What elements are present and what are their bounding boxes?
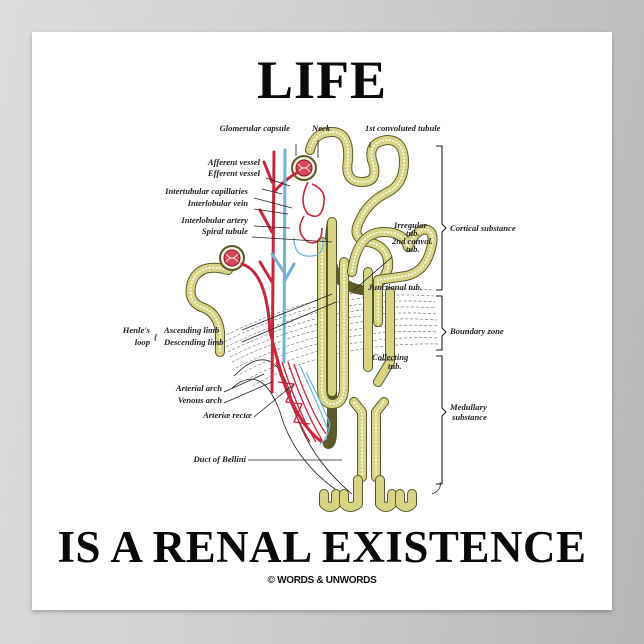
diagram-labels: Glomerular capsule Neck 1st convoluted t…: [122, 123, 516, 464]
label-afferent-vessel: Afferent vessel: [207, 157, 261, 167]
label-irregular-tub: Irregular: [393, 220, 428, 230]
label-venous-arch: Venous arch: [178, 395, 222, 405]
label-cortical-substance: Cortical substance: [450, 223, 516, 233]
label-henles: Henle's: [122, 325, 151, 335]
label-junctional-tub: Junctional tub.: [367, 282, 422, 292]
label-2nd-convol: 2nd convol.: [391, 236, 433, 246]
label-duct-of-bellini: Duct of Bellini: [192, 454, 246, 464]
leader-lines: [223, 140, 394, 461]
label-glomerular-capsule: Glomerular capsule: [220, 123, 291, 133]
label-collecting-tub: Collecting: [372, 352, 409, 362]
label-medullary-substance: substance: [451, 412, 487, 422]
label-medullary: Medullary: [449, 402, 487, 412]
label-descending-limb: Descending limb: [163, 337, 224, 347]
glomerulus-top: [291, 155, 317, 181]
label-irregular-tub-2: tub.: [406, 228, 420, 238]
henles-brace: {: [154, 332, 158, 342]
label-ascending-limb: Ascending limb: [163, 325, 220, 335]
poster-title-bottom: IS A RENAL EXISTENCE: [57, 522, 587, 572]
label-arteriae-rectae: Arteriæ rectæ: [202, 410, 253, 420]
label-collecting-tub-2: tub.: [388, 361, 402, 371]
glomerulus-left: [219, 245, 245, 271]
label-neck: Neck: [311, 123, 331, 133]
tubules: [185, 127, 438, 512]
label-boundary-zone: Boundary zone: [449, 326, 504, 336]
label-loop: loop: [135, 337, 151, 347]
label-spiral-tubule: Spiral tubule: [202, 226, 248, 236]
arch-outline-inner: [231, 378, 343, 495]
label-efferent-vessel: Efferent vessel: [207, 168, 261, 178]
label-2nd-convol-tub: tub.: [406, 244, 420, 254]
label-interlobular-vein: Interlobular vein: [187, 198, 249, 208]
poster-title-top: LIFE: [256, 50, 388, 110]
vessels: [240, 148, 331, 445]
label-interlobular-artery: Interlobular artery: [180, 215, 248, 225]
copyright-credit: © WORDS & UNWORDS: [267, 575, 377, 586]
nephron-diagram: Glomerular capsule Neck 1st convoluted t…: [122, 123, 516, 512]
zone-braces: [436, 145, 447, 485]
label-intertubular-capillaries: Intertubular capillaries: [164, 186, 249, 196]
label-1st-convoluted-tubule: 1st convoluted tubule: [365, 123, 441, 133]
label-arterial-arch: Arterial arch: [175, 383, 222, 393]
poster: LIFE: [32, 32, 612, 610]
medulla-outline-right: [431, 481, 441, 495]
